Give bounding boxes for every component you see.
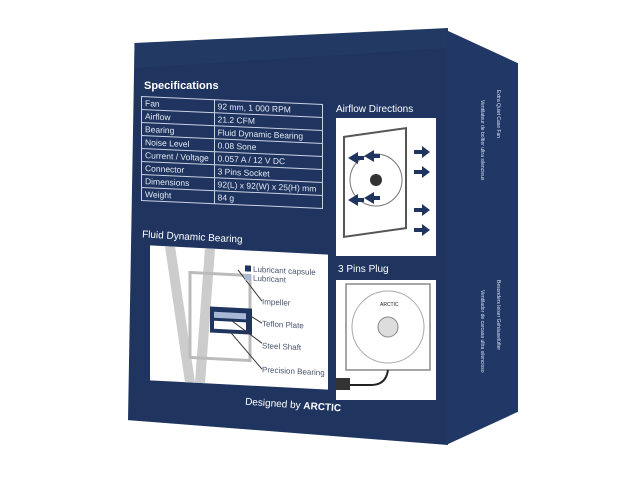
label-impeller: Impeller [262, 297, 291, 308]
side-text: Ventilateur de boîtier ultra silencieux [479, 100, 485, 181]
fan-brand: ARCTIC [380, 302, 399, 308]
bearing-diagram: Lubricant capsule Lubricant Impeller Tef… [150, 245, 328, 390]
fan-plug-icon [336, 283, 431, 390]
legend-label: Lubricant [253, 273, 286, 285]
spec-label: Weight [141, 187, 215, 204]
airflow-title: Airflow Directions [336, 104, 414, 115]
box-side: Extra Quiet Case Fan Ventilateur de boît… [446, 30, 518, 445]
legend-swatch [245, 274, 251, 281]
side-text: Extra Quiet Case Fan [495, 90, 501, 139]
plug-title: 3 Pins Plug [338, 264, 389, 275]
specs-title: Specifications [144, 80, 219, 92]
bearing-cross-section-icon [165, 245, 263, 384]
plug-diagram: ARCTIC [336, 280, 436, 400]
side-text: Ventilador de carcasa ultra silencioso [479, 290, 485, 373]
airflow-diagram [336, 118, 436, 256]
fan-airflow-icon [343, 127, 430, 239]
side-text: Besonders leiser Gehäuselüfter [495, 280, 501, 351]
legend-swatch [245, 265, 251, 272]
